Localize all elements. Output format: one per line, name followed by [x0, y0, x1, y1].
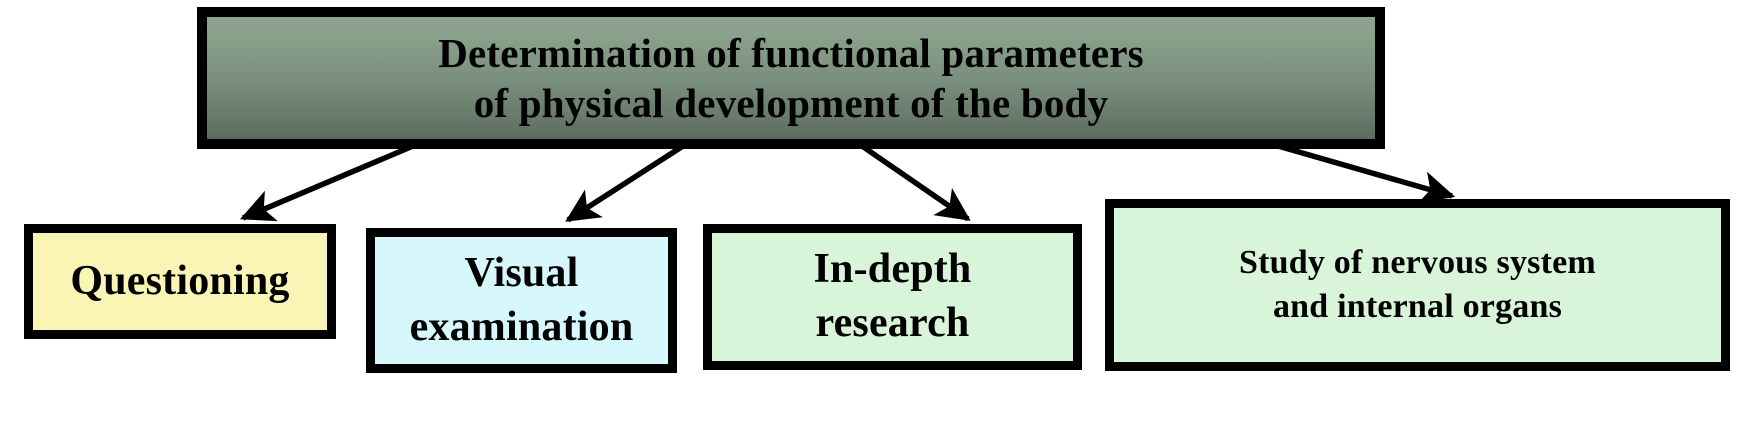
node-study-of-nervous-system-label: Study of nervous system and internal org…	[1233, 241, 1602, 329]
node-study-of-nervous-system-line-1: Study of nervous system	[1239, 243, 1596, 281]
node-root-line-2: of physical development of the body	[473, 80, 1109, 126]
node-in-depth-research-line-1: In-depth	[813, 246, 972, 293]
node-questioning-label: Questioning	[64, 258, 295, 305]
node-in-depth-research-label: In-depth research	[808, 243, 978, 351]
node-visual-examination-line-1: Visual	[464, 249, 579, 296]
connector-root-to-study-of-nervous-system	[1277, 143, 1456, 204]
node-study-of-nervous-system-line-2: and internal organs	[1272, 288, 1563, 325]
connector-root-to-in-depth-research	[860, 143, 971, 222]
node-root-determination[interactable]: Determination of functional parameters o…	[197, 7, 1385, 149]
node-visual-examination-line-2: examination	[409, 303, 634, 350]
node-questioning-line-1: Questioning	[70, 257, 290, 304]
node-in-depth-research[interactable]: In-depth research	[703, 224, 1082, 370]
node-questioning[interactable]: Questioning	[24, 224, 336, 339]
node-visual-examination[interactable]: Visual examination	[366, 228, 677, 373]
connector-root-to-questioning	[239, 143, 415, 222]
node-root-label: Determination of functional parameters o…	[432, 28, 1150, 128]
node-study-of-nervous-system[interactable]: Study of nervous system and internal org…	[1105, 199, 1730, 371]
connector-root-to-visual-examination	[565, 143, 685, 223]
node-visual-examination-label: Visual examination	[404, 247, 640, 355]
node-root-line-1: Determination of functional parameters	[438, 29, 1144, 76]
node-in-depth-research-line-2: research	[815, 300, 970, 346]
